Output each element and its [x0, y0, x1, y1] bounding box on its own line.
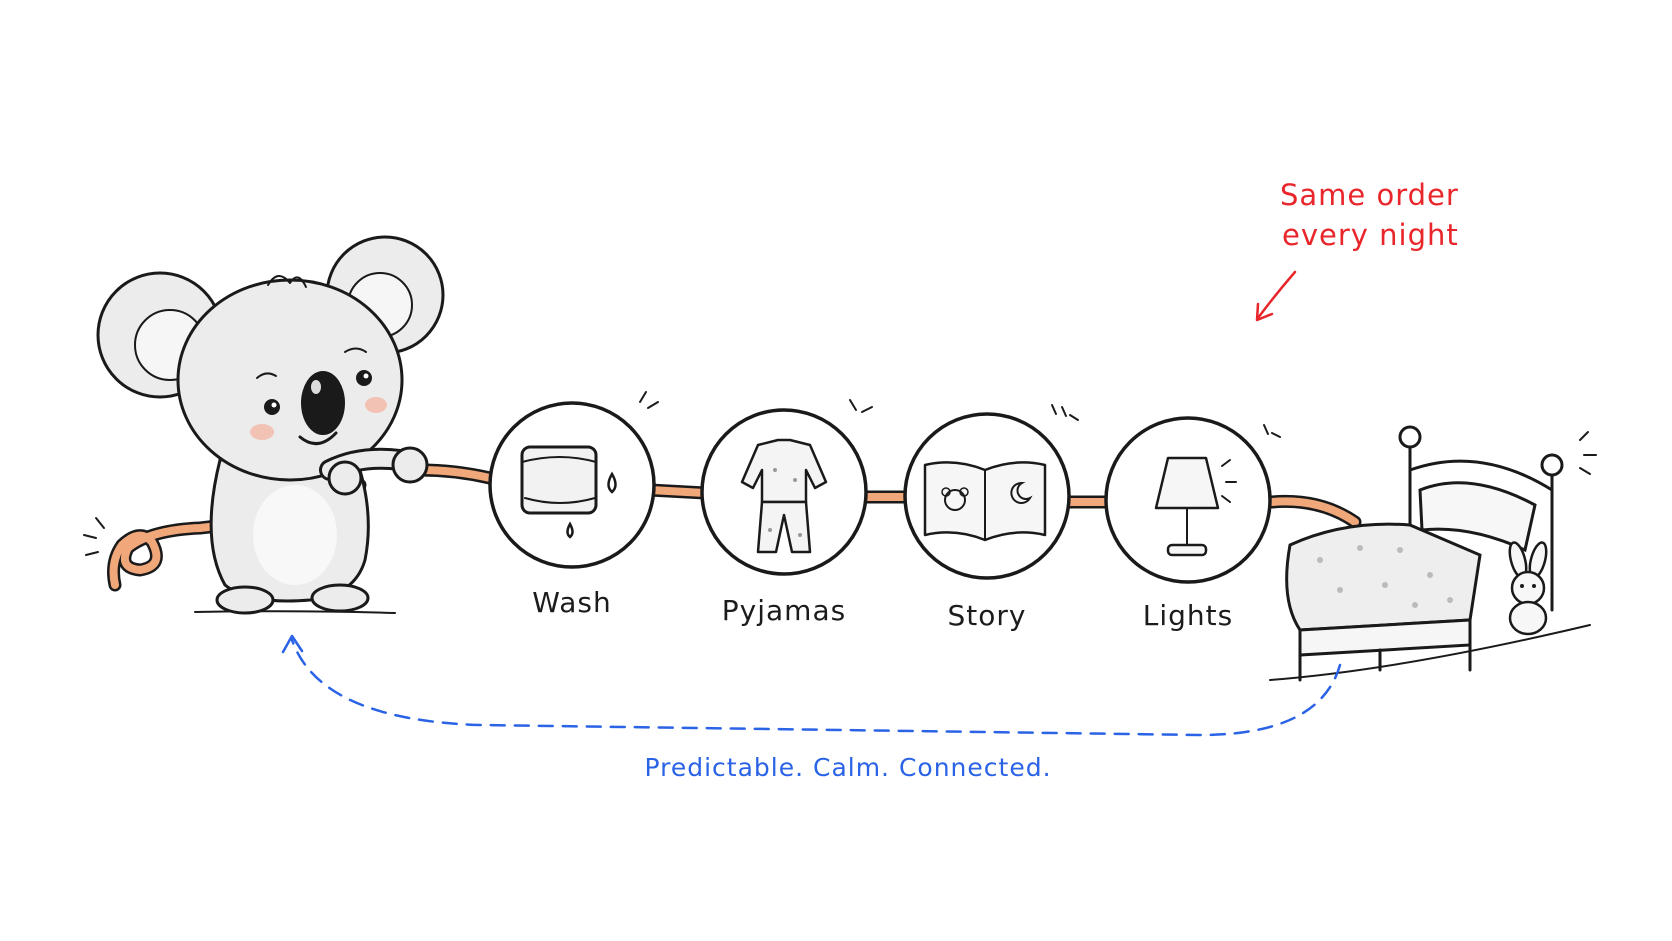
cycle-return-arrow: Predictable. Calm. Connected. — [281, 634, 1342, 782]
emphasis-ticks — [1263, 424, 1281, 438]
cycle-caption: Predictable. Calm. Connected. — [644, 753, 1051, 782]
emphasis-ticks — [1051, 404, 1079, 421]
annotation-line-2: every night — [1282, 218, 1459, 252]
pyjamas-icon — [740, 438, 828, 554]
open-book-icon — [923, 461, 1047, 542]
emphasis-ticks — [849, 399, 873, 413]
annotation-line-1: Same order — [1280, 178, 1459, 212]
bed-illustration — [1269, 425, 1597, 682]
step-label: Pyjamas — [722, 594, 846, 627]
step-label: Story — [948, 599, 1027, 632]
plush-bunny-icon — [1508, 541, 1548, 636]
koala-character — [83, 235, 445, 615]
step-wash: Wash — [488, 391, 659, 619]
step-lights: Lights — [1104, 416, 1281, 632]
step-story: Story — [903, 404, 1079, 632]
step-pyjamas: Pyjamas — [700, 399, 873, 627]
emphasis-ticks — [639, 391, 659, 409]
step-label: Lights — [1143, 599, 1233, 632]
lamp-icon — [1154, 456, 1237, 557]
annotation-same-order: Same order every night — [1255, 178, 1459, 322]
step-label: Wash — [532, 586, 611, 619]
towel-icon — [520, 445, 617, 539]
